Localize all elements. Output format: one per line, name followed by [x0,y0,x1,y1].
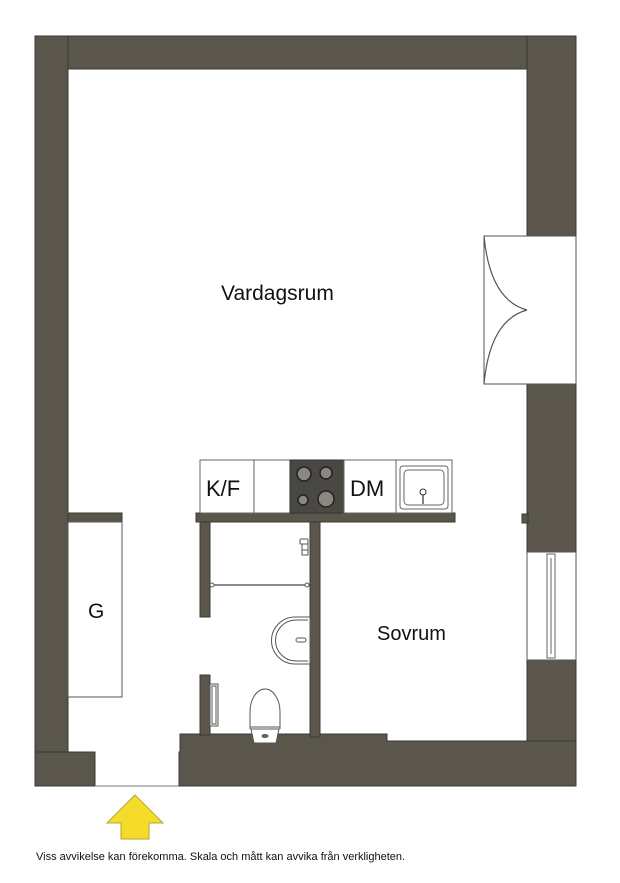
wall-south-right [178,733,577,787]
stove-burners [296,466,335,508]
rail-end [209,582,215,588]
wall-bathroom-west-lower [199,674,211,736]
disclaimer-text: Viss avvikelse kan förekomma. Skala och … [36,851,406,863]
sink-basin [403,469,445,506]
wall-bathroom-west-upper [199,521,211,618]
burner-icon [296,466,312,482]
fixture-label-g: G [88,600,105,623]
french-doors-east [483,235,577,385]
radiator-inner [211,685,217,725]
burner-icon [317,490,335,508]
toilet-icon [249,688,281,729]
wall-south-left [34,751,96,787]
fixture-label-kf: K/F [206,476,241,501]
toilet-flush [261,734,269,738]
wall-east-middle [526,383,577,553]
washbasin-inner [275,619,308,662]
window-east [526,551,577,661]
wardrobe [67,521,123,698]
wall-wardrobe-top [67,512,123,523]
dishwasher [343,459,397,514]
basin-tap [295,637,307,643]
stove [289,459,345,514]
counter [253,459,291,514]
room-label-vardagsrum: Vardagsrum [221,282,334,305]
wall-notch [521,513,529,524]
wall-east-upper [526,35,577,237]
door-swing-lower [483,309,528,385]
wall-bathroom-east [309,521,321,738]
fixture-label-dm: DM [350,476,385,501]
shower-tap-icon [299,538,309,556]
wall-kitchen-base [195,512,456,523]
burner-icon [319,466,333,480]
burner-icon [297,494,309,506]
faucet-icon [419,488,427,496]
wall-west [34,35,69,787]
door-swing-upper [483,235,528,311]
outer-walls [34,35,577,787]
entrance-arrow-icon [105,794,165,840]
rail-end [304,582,310,588]
room-label-sovrum: Sovrum [377,623,446,645]
kitchen-row [199,459,453,514]
bathroom [209,538,311,744]
wall-north [34,35,577,70]
